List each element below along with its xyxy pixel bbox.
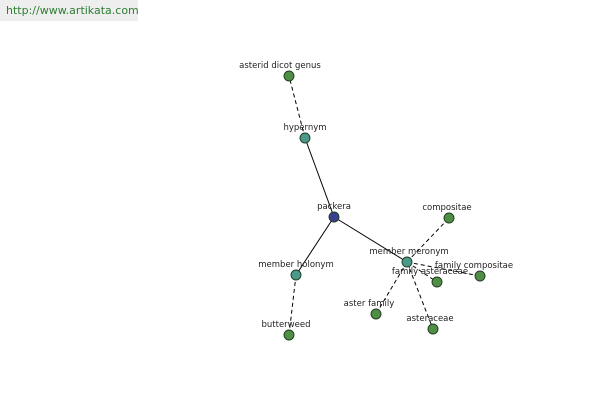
node-label-asterid-dicot-genus: asterid dicot genus	[239, 61, 321, 71]
node-member-meronym[interactable]	[401, 256, 413, 268]
node-label-hypernym: hypernym	[283, 123, 326, 133]
edge-packera-to-member-holonym	[295, 216, 335, 276]
node-member-holonym[interactable]	[290, 269, 302, 281]
labels-layer: packera hypernym asterid dicot genus member…	[239, 61, 513, 330]
edge-member-meronym-to-asteraceae	[406, 261, 434, 330]
edge-member-meronym-to-compositae	[406, 217, 450, 263]
node-label-packera: packera	[317, 202, 351, 212]
node-label-member-meronym: member meronym	[369, 247, 448, 257]
node-packera[interactable]	[328, 211, 340, 223]
node-family-compositae[interactable]	[474, 270, 486, 282]
node-label-compositae: compositae	[422, 203, 471, 213]
node-compositae[interactable]	[443, 212, 455, 224]
node-label-family-compositae: family compositae	[435, 261, 513, 271]
site-url-link[interactable]: http://www.artikata.com	[6, 4, 139, 17]
url-banner: http://www.artikata.com	[0, 0, 139, 21]
node-label-butterweed: butterweed	[262, 320, 311, 330]
edge-packera-to-hypernym	[304, 137, 335, 218]
edge-hypernym-to-asterid-dicot-genus	[288, 75, 306, 139]
node-asteraceae[interactable]	[427, 323, 439, 335]
node-label-aster-family: aster family	[344, 299, 395, 309]
node-label-asteraceae: asteraceae	[406, 314, 453, 324]
node-asterid-dicot-genus[interactable]	[283, 70, 295, 82]
edge-member-meronym-to-family-asteraceae	[406, 261, 438, 283]
node-aster-family[interactable]	[370, 308, 382, 320]
edge-packera-to-member-meronym	[333, 216, 408, 263]
node-label-family-asteraceae: family asteraceae	[392, 267, 468, 277]
node-label-member-holonym: member holonym	[258, 260, 333, 270]
edges-layer	[288, 75, 481, 336]
nodes-layer	[283, 70, 486, 341]
node-butterweed[interactable]	[283, 329, 295, 341]
edge-member-meronym-to-family-compositae	[406, 261, 481, 277]
edge-member-meronym-to-aster-family	[375, 261, 408, 315]
node-family-asteraceae[interactable]	[431, 276, 443, 288]
edge-member-holonym-to-butterweed	[288, 274, 297, 336]
node-hypernym[interactable]	[299, 132, 311, 144]
